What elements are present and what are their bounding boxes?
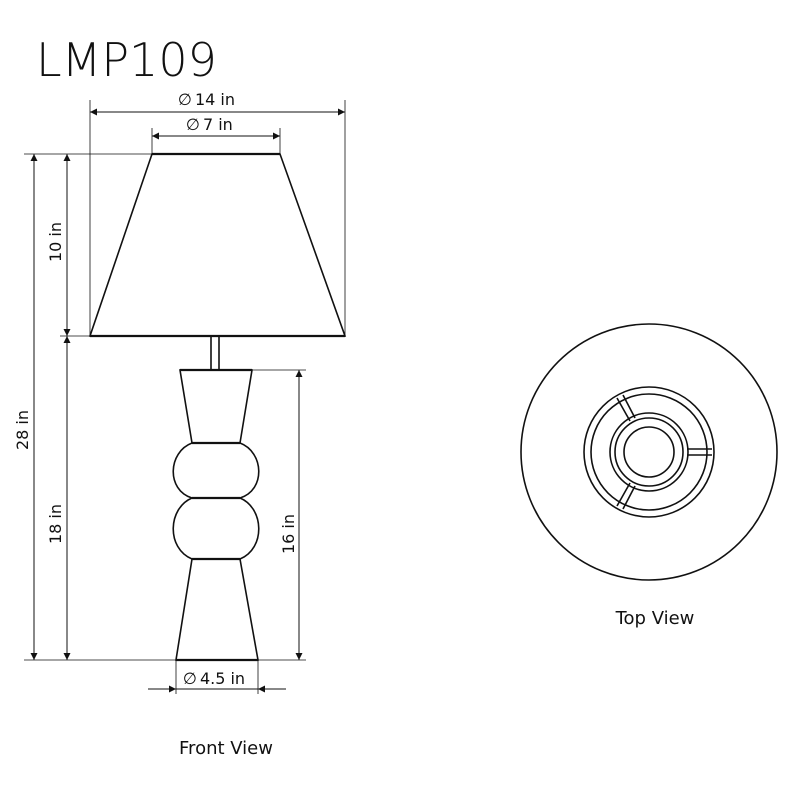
svg-text:18 in: 18 in: [46, 504, 65, 544]
top-view-harp-ring-outer: [609, 412, 689, 492]
top-view-label: Top View: [615, 608, 695, 629]
top-view-shade-outer: [520, 323, 778, 581]
top-view-harp-ring-inner: [614, 417, 684, 487]
base-upper-bulb: [172, 442, 260, 499]
dimension-shade-top-diameter: ∅7 in: [152, 114, 280, 140]
lamp-shade: [88, 153, 347, 337]
svg-text:∅14 in: ∅14 in: [178, 90, 235, 109]
dimension-base-diameter: ∅4.5 in: [148, 667, 286, 693]
front-view-label: Front View: [179, 738, 273, 759]
dimension-body-height: 16 in: [279, 370, 319, 660]
base-bottom-cone: [175, 558, 259, 661]
extension-lines: [24, 100, 346, 694]
dimension-shade-height: 10 in: [46, 154, 71, 336]
top-view: Top View: [520, 323, 778, 629]
svg-text:28 in: 28 in: [13, 410, 32, 450]
dimension-total-height: 28 in: [13, 154, 38, 660]
base-top-cone: [179, 369, 253, 444]
top-view-shade-top-rim-inner: [590, 393, 708, 511]
base-lower-bulb: [172, 497, 260, 560]
front-view: ∅14 in ∅7 in 28 in 10 in 18 in: [13, 90, 347, 759]
dimension-shade-bottom-diameter: ∅14 in: [90, 90, 345, 116]
top-view-shade-top-rim-outer: [583, 386, 715, 518]
svg-text:16 in: 16 in: [279, 514, 298, 554]
svg-text:∅7 in: ∅7 in: [186, 115, 233, 134]
dimension-base-height: 18 in: [46, 336, 71, 660]
svg-text:10 in: 10 in: [46, 222, 65, 262]
top-view-socket: [623, 426, 675, 478]
lamp-stem: [210, 337, 220, 370]
top-view-spokes: [616, 394, 712, 510]
svg-text:∅4.5 in: ∅4.5 in: [183, 669, 245, 688]
product-title: LMP109: [36, 33, 217, 87]
